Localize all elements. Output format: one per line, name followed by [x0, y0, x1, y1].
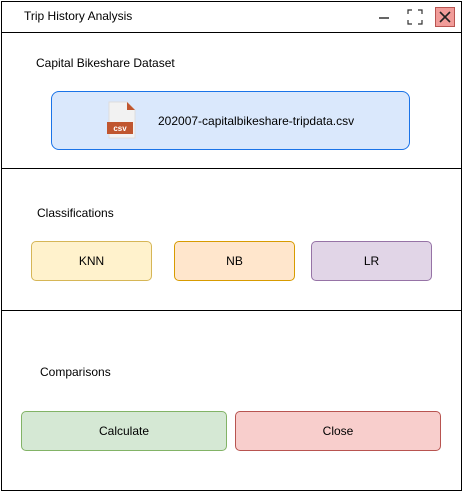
dataset-section: Capital Bikeshare Dataset csv 202007-cap… — [2, 33, 461, 169]
nb-button[interactable]: NB — [174, 241, 295, 281]
comparisons-label: Comparisons — [40, 365, 111, 379]
dataset-file-box[interactable]: csv 202007-capitalbikeshare-tripdata.csv — [51, 91, 410, 150]
csv-file-icon: csv — [107, 101, 136, 139]
close-icon — [439, 11, 451, 23]
window-title: Trip History Analysis — [24, 9, 133, 23]
lr-button[interactable]: LR — [311, 241, 432, 281]
knn-button[interactable]: KNN — [31, 241, 152, 281]
maximize-icon — [407, 9, 423, 25]
csv-icon-text: csv — [113, 124, 127, 133]
title-bar: Trip History Analysis — [2, 2, 461, 33]
dataset-label: Capital Bikeshare Dataset — [36, 56, 175, 70]
maximize-button[interactable] — [405, 7, 425, 27]
dataset-file-name: 202007-capitalbikeshare-tripdata.csv — [158, 114, 355, 128]
classifications-section: Classifications KNN NB LR — [2, 169, 461, 311]
minimize-icon — [379, 17, 389, 19]
window-close-button[interactable] — [435, 7, 455, 27]
calculate-button[interactable]: Calculate — [21, 411, 227, 451]
comparisons-section: Comparisons Calculate Close — [2, 311, 461, 490]
minimize-button[interactable] — [374, 7, 394, 27]
close-button[interactable]: Close — [235, 411, 441, 451]
classifications-label: Classifications — [37, 206, 114, 220]
